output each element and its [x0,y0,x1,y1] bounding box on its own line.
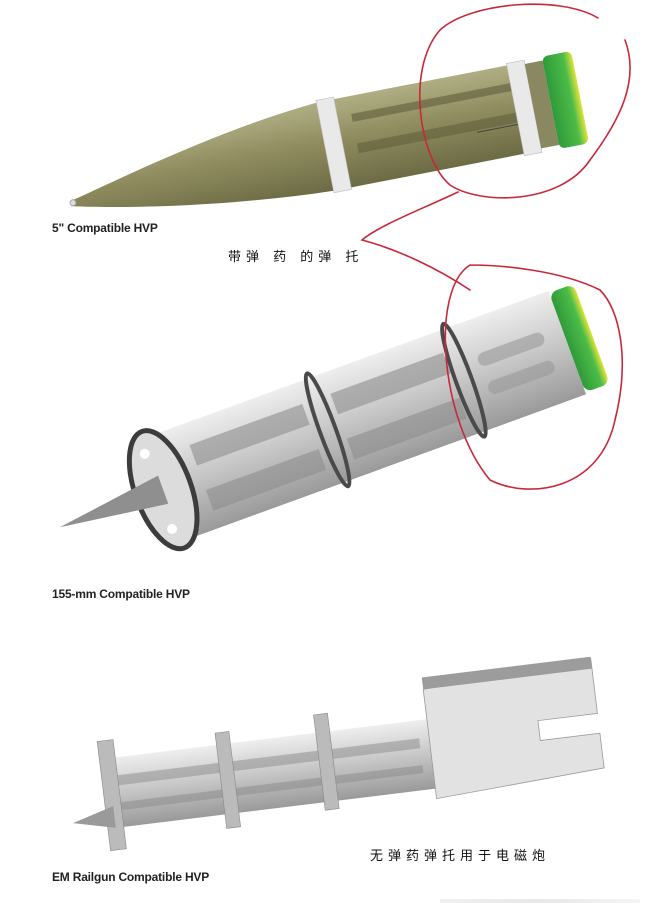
railgun-hvp-drawing [72,656,605,852]
annotation-sabot-railgun: 无弹药弹托用于电磁炮 [370,849,551,864]
five-inch-hvp-drawing [69,51,589,208]
annotation-sabot-with-propellant: 带弹 药 的弹 托 [228,250,364,265]
155mm-hvp-drawing [59,286,608,552]
circle-middle-sabot [444,264,624,490]
caption-155mm-hvp: 155-mm Compatible HVP [52,587,190,601]
blurred-watermark [440,899,640,903]
caption-railgun-hvp: EM Railgun Compatible HVP [52,870,210,884]
circle-top-sabot [418,3,631,199]
red-markup [360,3,631,490]
connector-line [360,191,471,291]
caption-five-inch-hvp: 5" Compatible HVP [52,221,158,235]
